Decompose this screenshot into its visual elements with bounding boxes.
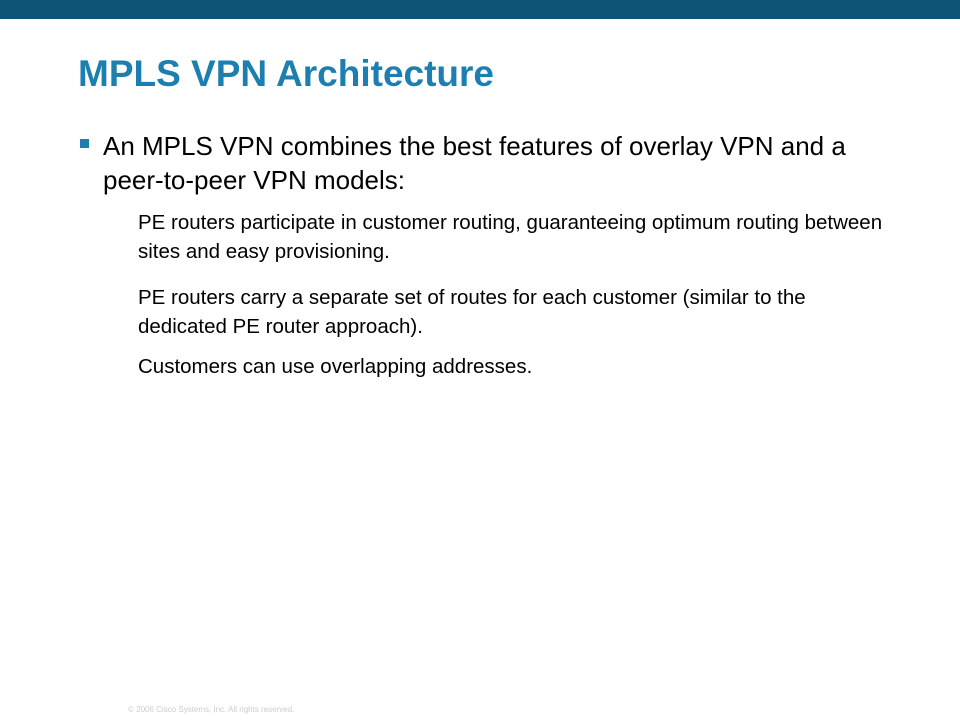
sub-item-overlapping-addresses: Customers can use overlapping addresses. [138, 355, 533, 378]
square-bullet-icon [80, 139, 89, 148]
main-bullet: An MPLS VPN combines the best features o… [80, 129, 880, 197]
slide-title: MPLS VPN Architecture [78, 53, 494, 94]
top-banner-bar [0, 0, 960, 19]
sub-item-separate-routes: PE routers carry a separate set of route… [138, 286, 806, 338]
main-bullet-text: An MPLS VPN combines the best features o… [103, 131, 846, 195]
copyright-footer: © 2006 Cisco Systems, Inc. All rights re… [128, 705, 295, 714]
sub-item-pe-routing: PE routers participate in customer routi… [138, 211, 883, 263]
